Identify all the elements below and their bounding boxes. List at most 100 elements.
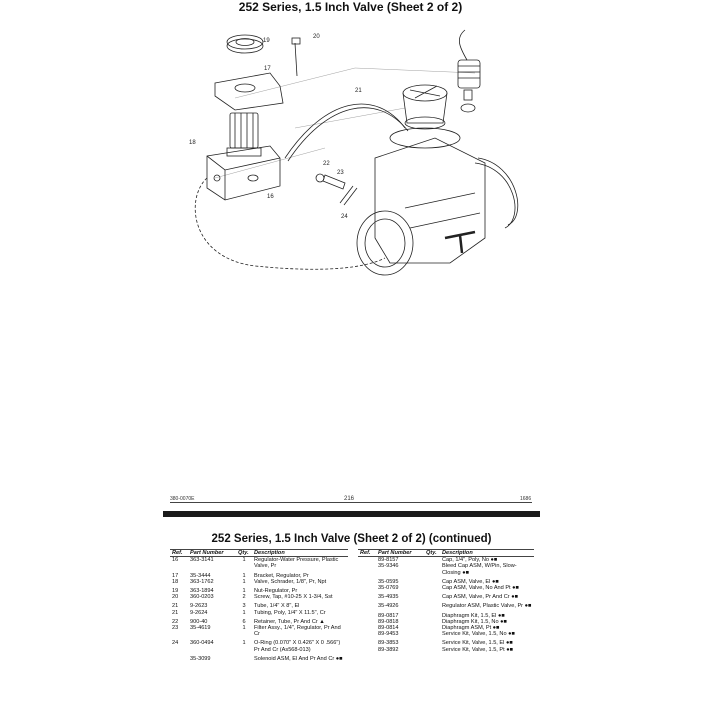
cell-ref xyxy=(358,557,376,564)
footer-doc-code: 380-0070E xyxy=(170,496,195,502)
cell-part-number: 35-4926 xyxy=(378,603,399,610)
cell-ref: 22 xyxy=(172,618,179,625)
cell-description: Nut-Regulator, Pr xyxy=(254,588,298,595)
col-part-number: Part Number xyxy=(188,548,236,558)
cell-qty xyxy=(424,610,440,619)
cell-part-number: 360-0203 xyxy=(190,594,214,601)
cell-qty: 3 xyxy=(242,603,246,610)
cell-description: Cap ASM, Valve, Pr And Cr ●■ xyxy=(442,594,518,601)
cell-qty: 1 xyxy=(242,557,246,564)
cell-part-number: 35-4935 xyxy=(378,594,399,601)
cell-qty xyxy=(424,591,440,600)
cell-ref xyxy=(358,600,376,609)
callout-21: 21 xyxy=(355,88,362,94)
cell-description: Service Kit, Valve, 1.5, El ●■ xyxy=(442,640,513,647)
cell-description: Service Kit, Valve, 1.5, No ●■ xyxy=(442,631,515,638)
cell-ref: 19 xyxy=(172,588,179,595)
callout-16: 16 xyxy=(267,194,274,200)
cell-qty: 1 xyxy=(242,588,246,595)
callout-22: 22 xyxy=(323,161,330,167)
cell-qty xyxy=(424,563,440,575)
cell-ref: 21 xyxy=(172,609,179,616)
col-description: Description xyxy=(252,548,348,558)
cell-qty xyxy=(424,600,440,609)
cell-part-number: 89-8157 xyxy=(378,557,399,564)
cell-ref xyxy=(358,576,376,585)
table-row: 89-0814 Diaphragm ASM, Pt ●■ xyxy=(358,625,534,631)
cell-description: Retainer, Tube, Pr And Cr ▲ xyxy=(254,618,325,625)
col-description: Description xyxy=(440,548,534,558)
cell-description: Screw, Tap, #10-25 X 1-3/4, Sst xyxy=(254,594,333,601)
cell-description: Diaphragm Kit, 1.5, No ●■ xyxy=(442,618,507,625)
cell-part-number: 9-2623 xyxy=(190,603,208,610)
table-row: 89-9453 Service Kit, Valve, 1.5, No ●■ xyxy=(358,631,534,637)
cell-description: Diaphragm ASM, Pt ●■ xyxy=(442,625,500,632)
col-qty: Qty. xyxy=(424,548,440,558)
cell-ref xyxy=(358,647,376,653)
col-ref: Ref. xyxy=(358,548,376,558)
cell-description: Tube, 1/4" X 8", El xyxy=(254,603,300,610)
cell-ref: 17 xyxy=(172,572,179,579)
cell-ref: 20 xyxy=(172,594,179,601)
cell-part-number: 89-0818 xyxy=(378,618,399,625)
table-row: 21 9-2623 3 Tube, 1/4" X 8", El xyxy=(170,600,348,609)
continued-title: 252 Series, 1.5 Inch Valve (Sheet 2 of 2… xyxy=(211,533,492,545)
cell-qty xyxy=(424,557,440,564)
cell-part-number: 360-0494 xyxy=(190,640,214,647)
footer-right-code: 1686 xyxy=(520,496,532,502)
cell-qty: 1 xyxy=(242,572,246,579)
cell-qty: 1 xyxy=(242,578,246,585)
col-part-number: Part Number xyxy=(376,548,424,558)
col-ref: Ref. xyxy=(170,548,188,558)
cell-qty: 2 xyxy=(242,594,246,601)
cell-part-number: 35-0769 xyxy=(378,585,399,592)
cell-part-number: 35-0595 xyxy=(378,578,399,585)
cell-description: Cap ASM, Valve, El ●■ xyxy=(442,578,499,585)
cell-qty: 1 xyxy=(242,640,246,647)
cell-ref: 18 xyxy=(172,578,179,585)
cell-qty: 1 xyxy=(242,625,246,632)
cell-ref xyxy=(358,637,376,646)
cell-ref: 21 xyxy=(172,603,179,610)
page-title: 252 Series, 1.5 Inch Valve (Sheet 2 of 2… xyxy=(238,0,463,14)
cell-part-number: 89-0814 xyxy=(378,625,399,632)
cell-part-number: 363-1762 xyxy=(190,578,214,585)
cell-ref xyxy=(170,653,188,662)
cell-part-number: 35-4619 xyxy=(190,625,211,632)
exploded-valve-diagram: 19 20 17 21 18 22 23 16 24 xyxy=(189,29,519,276)
callout-23: 23 xyxy=(337,170,344,176)
cell-qty xyxy=(424,576,440,585)
cell-description: Solenoid ASM, El And Pr And Cr ●■ xyxy=(254,655,343,662)
cell-part-number: 363-3141 xyxy=(190,557,214,564)
footer-rule xyxy=(170,502,532,503)
cell-part-number: 35-9346 xyxy=(378,563,399,570)
cell-part-number: 9-2624 xyxy=(190,609,208,616)
table-row: 35-0595 Cap ASM, Valve, El ●■ xyxy=(358,576,534,585)
cell-part-number: 363-1894 xyxy=(190,588,214,595)
cell-description: Bracket, Regulator, Pr xyxy=(254,572,309,579)
cell-qty xyxy=(236,653,252,662)
cell-description: Regulator-Water Pressure, Plastic Valve,… xyxy=(254,557,339,570)
cell-ref xyxy=(358,591,376,600)
cell-part-number: 89-3853 xyxy=(378,640,399,647)
cell-ref xyxy=(358,610,376,619)
table-row: 89-0818 Diaphragm Kit, 1.5, No ●■ xyxy=(358,619,534,625)
footer-page-number: 216 xyxy=(344,496,355,502)
table-row: 35-4935 Cap ASM, Valve, Pr And Cr ●■ xyxy=(358,591,534,600)
cell-description: Filter Assy., 1/4", Regulator, Pr And Cr xyxy=(254,625,341,638)
cell-ref xyxy=(358,563,376,575)
callout-20: 20 xyxy=(313,34,320,40)
cell-part-number: 89-9453 xyxy=(378,631,399,638)
